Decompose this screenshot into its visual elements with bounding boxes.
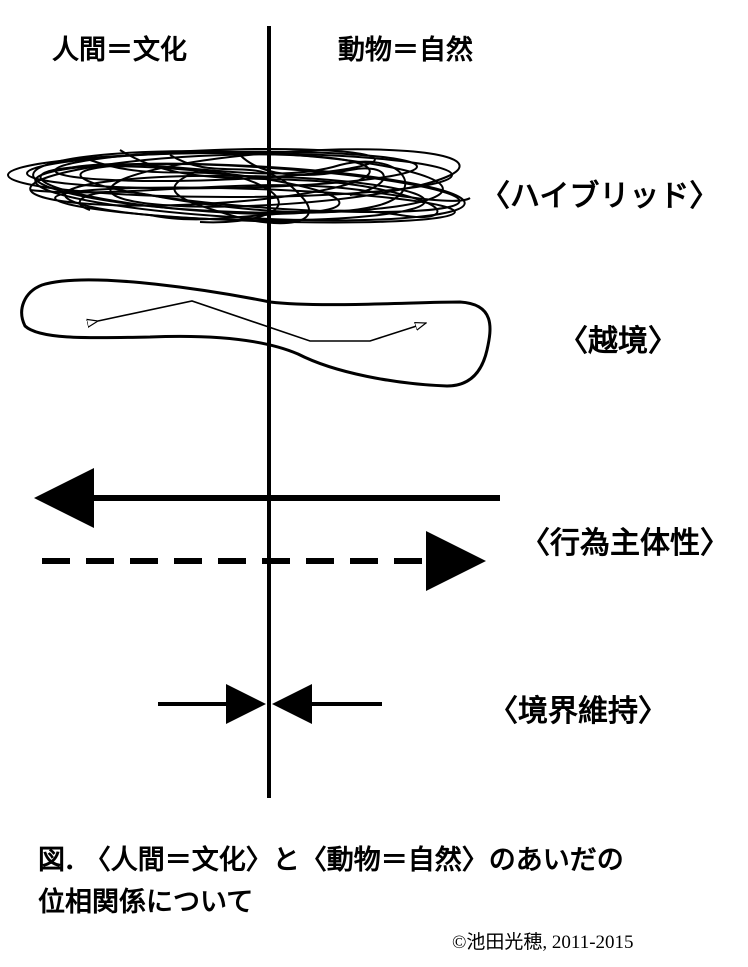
- header-human-culture: 人間＝文化: [52, 35, 187, 66]
- crossing-blob: [20, 278, 492, 388]
- label-agency: 〈行為主体性〉: [520, 526, 730, 561]
- caption-line-1: 図. 〈人間＝文化〉と〈動物＝自然〉のあいだの: [38, 845, 624, 876]
- caption-line-2: 位相関係について: [38, 887, 254, 918]
- header-animal-nature: 動物＝自然: [338, 35, 473, 66]
- label-hybrid: 〈ハイブリッド〉: [480, 179, 720, 214]
- crossing-trajectory: [98, 300, 426, 342]
- copyright-notice: ©池田光穂, 2011-2015: [452, 932, 634, 953]
- label-crossing: 〈越境〉: [558, 324, 678, 359]
- label-boundary: 〈境界維持〉: [488, 694, 668, 729]
- hybrid-scribble: [7, 148, 471, 225]
